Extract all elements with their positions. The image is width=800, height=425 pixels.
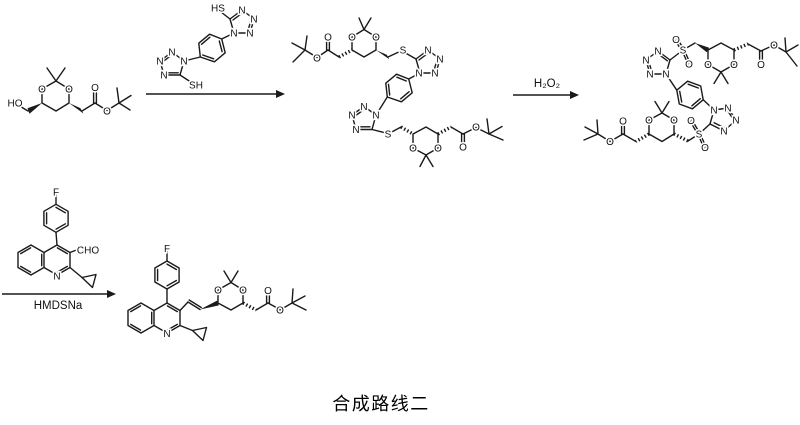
atom-label-o: O: [313, 54, 321, 65]
atom-label-o: O: [606, 137, 614, 148]
atom-label-o: O: [459, 143, 467, 154]
atom-label-cho: CHO: [77, 246, 99, 257]
atom-label-n: N: [348, 111, 355, 122]
reaction-arrow-2: H₂O₂: [513, 76, 579, 99]
atom-label-o: O: [264, 286, 272, 297]
reaction-arrow-3: HMDSNa: [2, 290, 116, 314]
atom-label-hs: HS: [211, 4, 225, 15]
atom-label-n: N: [436, 55, 443, 66]
atom-label-o: O: [701, 143, 709, 154]
atom-label-o: O: [103, 107, 111, 118]
atom-label-n: N: [654, 47, 661, 58]
reaction-arrow-1: [146, 90, 285, 98]
atom-label-sh: SH: [189, 81, 203, 92]
atom-label-n: N: [180, 57, 187, 68]
atom-label-o: O: [372, 33, 380, 44]
atom-label-n: N: [168, 48, 175, 59]
atom-label-n: N: [642, 56, 649, 67]
atom-label-o: O: [730, 60, 738, 71]
atom-labels: HO O O O O: [6, 81, 113, 119]
molecule-start-acetonide-ester: HO O O O O: [6, 67, 132, 119]
atom-label-s: S: [696, 130, 703, 141]
atom-label-s: S: [400, 46, 407, 57]
atom-label-o: O: [409, 144, 417, 155]
atom-label-n: N: [352, 125, 359, 136]
atom-label-o: O: [704, 60, 712, 71]
reagent-quinoline-aldehyde: F CHO N: [17, 186, 101, 289]
reagent-label-h2o2: H₂O₂: [534, 78, 560, 90]
atom-label-f: F: [53, 188, 59, 199]
atom-label-s: S: [385, 130, 392, 141]
atom-label-n: N: [415, 69, 422, 80]
atom-label-n: N: [230, 29, 237, 40]
atom-label-o: O: [324, 33, 332, 44]
atom-label-ho: HO: [8, 99, 23, 110]
atom-label-o: O: [757, 60, 765, 71]
atom-label-n: N: [160, 71, 167, 82]
atom-label-n: N: [732, 116, 739, 127]
reagent-label-hmdsna: HMDSNa: [34, 300, 83, 312]
atom-label-n: N: [156, 57, 163, 68]
atom-label-n: N: [246, 29, 253, 40]
atom-label-s: S: [680, 46, 687, 57]
atom-label-o: O: [38, 85, 46, 96]
atom-label-o: O: [685, 60, 693, 71]
atom-label-o: O: [91, 83, 99, 94]
atom-labels: F CHO N: [51, 186, 101, 284]
atom-label-n: N: [53, 272, 60, 283]
atom-label-o: O: [239, 286, 247, 297]
atom-label-n: N: [372, 111, 379, 122]
atom-label-n: N: [163, 329, 170, 340]
atom-label-f: F: [164, 244, 170, 255]
atom-label-o: O: [214, 286, 222, 297]
atom-label-n: N: [662, 70, 669, 81]
atom-label-n: N: [720, 127, 727, 138]
atom-label-o: O: [434, 144, 442, 155]
atom-label-o: O: [770, 41, 778, 52]
scheme-caption: 合成路线二: [332, 394, 430, 414]
atom-label-n: N: [431, 69, 438, 80]
atom-label-n: N: [710, 106, 717, 117]
atom-label-o: O: [65, 85, 73, 96]
atom-label-n: N: [250, 15, 257, 26]
atom-label-o: O: [348, 33, 356, 44]
atom-label-o: O: [670, 116, 678, 127]
atom-label-o: O: [619, 117, 627, 128]
atom-label-o: O: [472, 123, 480, 134]
atom-label-n: N: [424, 46, 431, 57]
atom-label-n: N: [360, 102, 367, 113]
atom-label-n: N: [646, 70, 653, 81]
atom-label-o: O: [687, 116, 695, 127]
atom-label-o: O: [672, 35, 680, 46]
atom-label-n: N: [238, 6, 245, 17]
atom-label-n: N: [724, 104, 731, 115]
atom-label-o: O: [645, 116, 653, 127]
atom-label-o: O: [276, 306, 284, 317]
